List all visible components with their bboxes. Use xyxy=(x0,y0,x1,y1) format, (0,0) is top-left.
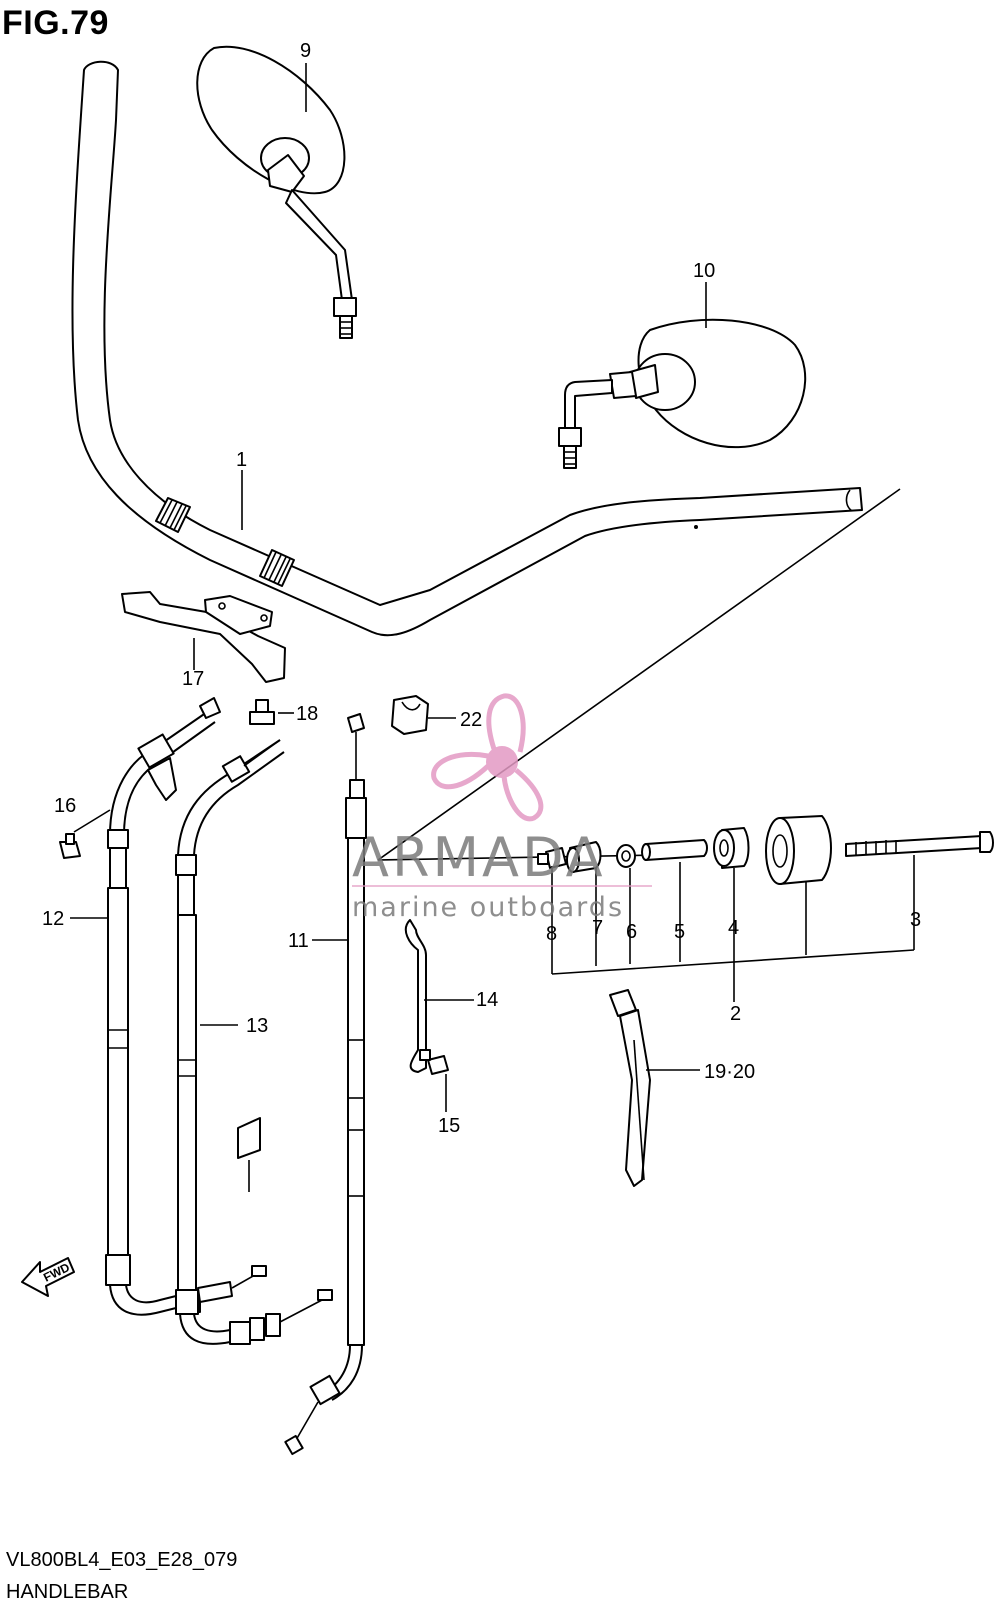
bracket-part xyxy=(121,591,286,683)
figure-code: VL800BL4_E03_E28_079 xyxy=(6,1549,238,1571)
bar-hole xyxy=(694,525,698,529)
cable-11-part xyxy=(284,713,367,1456)
clamp-21-part xyxy=(391,695,429,735)
label-22-part xyxy=(237,1117,261,1159)
cable-guide-14-part xyxy=(404,919,427,1073)
bolt-16-part xyxy=(59,833,81,859)
watermark-tagline: marine outboards xyxy=(352,892,624,923)
callout-21: 22 xyxy=(460,709,482,731)
callout-10: 10 xyxy=(693,260,715,282)
callout-2: 2 xyxy=(730,1003,741,1025)
logo-blade-left xyxy=(431,752,490,790)
callout-5: 5 xyxy=(674,921,685,943)
bolt-18-part xyxy=(249,699,275,725)
mirror-right-part xyxy=(558,318,807,469)
fwd-direction-arrow: FWD xyxy=(21,1257,75,1297)
cable-13-part xyxy=(175,739,333,1345)
rod-5-part xyxy=(641,839,708,861)
callout-13: 13 xyxy=(246,1015,268,1037)
knurl-band-upper xyxy=(155,497,191,533)
bushing-4-part xyxy=(713,827,750,869)
figure-title: FIG.79 xyxy=(2,4,109,42)
logo-blade-top xyxy=(486,693,526,753)
screw-3-part xyxy=(845,831,994,857)
callout-labels: 9 10 1 17 18 22 16 12 13 11 14 15 8 7 6 … xyxy=(42,40,921,1137)
logo-blade-right xyxy=(501,768,544,822)
bolt-15-part xyxy=(419,1049,449,1075)
armada-watermark: ARMADA marine outboards xyxy=(352,693,652,923)
callout-4: 4 xyxy=(728,917,739,939)
bolt-8-part xyxy=(537,847,567,869)
cable-12-part xyxy=(105,697,267,1316)
callout-11: 11 xyxy=(288,930,309,952)
propeller-logo xyxy=(431,693,544,822)
mirror-left-part xyxy=(196,45,357,339)
callout-14: 14 xyxy=(476,989,498,1011)
callout-9: 9 xyxy=(300,40,311,62)
end-weight-2-part xyxy=(765,815,832,885)
leader-lines xyxy=(70,63,915,1192)
collar-7-part xyxy=(566,841,602,873)
logo-hub xyxy=(486,746,518,778)
callout-6: 6 xyxy=(626,921,637,943)
watermark-brand: ARMADA xyxy=(352,826,606,889)
cable-tie-19-20-part xyxy=(609,989,651,1187)
callout-18: 18 xyxy=(296,703,318,725)
handlebar-part xyxy=(71,60,901,861)
callout-17: 17 xyxy=(182,668,204,690)
callout-15: 15 xyxy=(438,1115,460,1137)
washer-6-part xyxy=(616,844,636,868)
callout-12: 12 xyxy=(42,908,64,930)
end-weight-assembly xyxy=(537,815,994,885)
callout-3: 3 xyxy=(910,909,921,931)
figure-footer: VL800BL4_E03_E28_079 HANDLEBAR xyxy=(6,1544,237,1608)
callout-1: 1 xyxy=(236,449,247,471)
callout-16: 16 xyxy=(54,795,76,817)
callout-7: 7 xyxy=(592,917,603,939)
knurl-band-lower xyxy=(259,549,295,587)
callout-8: 8 xyxy=(546,923,557,945)
callout-19-20: 19·20 xyxy=(704,1061,755,1083)
figure-name: HANDLEBAR xyxy=(6,1581,129,1603)
